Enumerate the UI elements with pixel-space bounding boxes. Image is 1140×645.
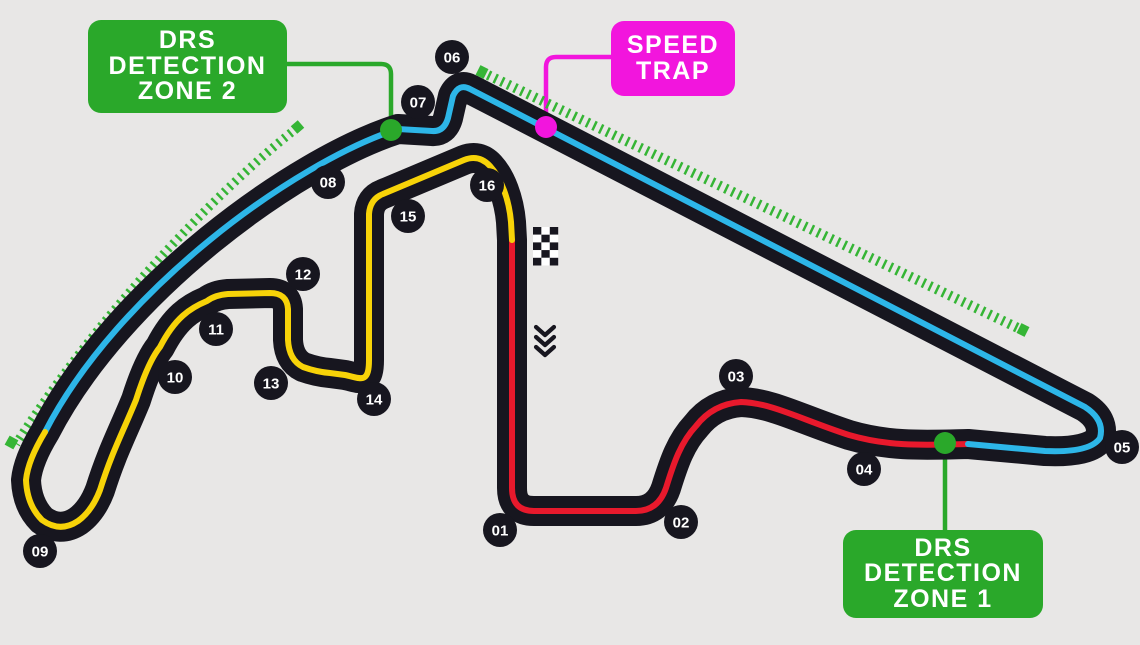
drs-zone-1-dashes [485, 70, 1023, 334]
svg-text:08: 08 [320, 175, 337, 192]
label-line: ZONE 1 [893, 584, 993, 613]
drs-zone-2-connector-line [284, 61, 394, 128]
corner-marker-09: 09 [23, 534, 57, 568]
corner-marker-13: 13 [254, 366, 288, 400]
corner-marker-12: 12 [286, 257, 320, 291]
corner-marker-07: 07 [401, 85, 435, 119]
svg-text:13: 13 [263, 376, 280, 393]
svg-text:09: 09 [32, 544, 49, 561]
direction-chevrons-icon [533, 324, 557, 358]
svg-text:10: 10 [167, 370, 184, 387]
drs-zone-1-dash-cap-end [1016, 323, 1030, 337]
drs-zone-2-dash-cap-top [290, 120, 305, 134]
drs-detection-zone-2-dot [380, 119, 402, 141]
svg-text:07: 07 [410, 95, 427, 112]
corner-marker-01: 01 [483, 513, 517, 547]
svg-text:05: 05 [1114, 440, 1131, 457]
corner-marker-02: 02 [664, 505, 698, 539]
sector-1-line [509, 237, 971, 514]
svg-text:15: 15 [400, 209, 417, 226]
corner-marker-11: 11 [199, 312, 233, 346]
label-line: ZONE 2 [137, 77, 238, 106]
drs-detection-zone-2-label: DRS DETECTION ZONE 2 [88, 20, 287, 113]
drs-detection-zone-1-label: DRS DETECTION ZONE 1 [843, 530, 1043, 618]
corner-marker-04: 04 [847, 452, 881, 486]
drs-detection-zone-1-dot [934, 432, 956, 454]
svg-text:14: 14 [366, 392, 383, 409]
drs-zone-2-dash-cap-bottom [4, 435, 19, 450]
svg-text:06: 06 [444, 50, 461, 67]
label-line: DETECTION [864, 559, 1022, 588]
svg-text:12: 12 [295, 267, 312, 284]
label-line: DETECTION [108, 51, 267, 80]
corner-marker-14: 14 [357, 382, 391, 416]
label-line: DRS [158, 26, 217, 55]
svg-text:11: 11 [208, 322, 224, 339]
svg-text:03: 03 [728, 369, 745, 386]
corner-marker-10: 10 [158, 360, 192, 394]
speed-trap-dot [535, 116, 557, 138]
corner-marker-08: 08 [311, 165, 345, 199]
corner-marker-06: 06 [435, 40, 469, 74]
label-line: DRS [914, 533, 972, 562]
drs-zone-1-dash-cap-start [475, 65, 489, 79]
corner-marker-05: 05 [1105, 430, 1139, 464]
label-line: TRAP [635, 56, 711, 85]
sector-2-line [42, 84, 1104, 455]
corner-marker-16: 16 [470, 168, 504, 202]
corner-marker-03: 03 [719, 359, 753, 393]
speed-trap-label: SPEED TRAP [611, 21, 735, 96]
corner-markers: 01 02 03 04 05 06 07 08 09 10 11 12 13 14 15 16 [23, 40, 1139, 568]
track-outline [11, 72, 1116, 542]
speed-trap-connector-line [543, 54, 614, 125]
sector-3-line [22, 155, 515, 530]
svg-text:16: 16 [479, 178, 496, 195]
svg-text:04: 04 [856, 462, 873, 479]
svg-text:01: 01 [492, 523, 509, 540]
checkered-flag-icon [533, 227, 559, 266]
corner-marker-15: 15 [391, 199, 425, 233]
label-line: SPEED [626, 31, 720, 59]
svg-text:02: 02 [673, 515, 690, 532]
